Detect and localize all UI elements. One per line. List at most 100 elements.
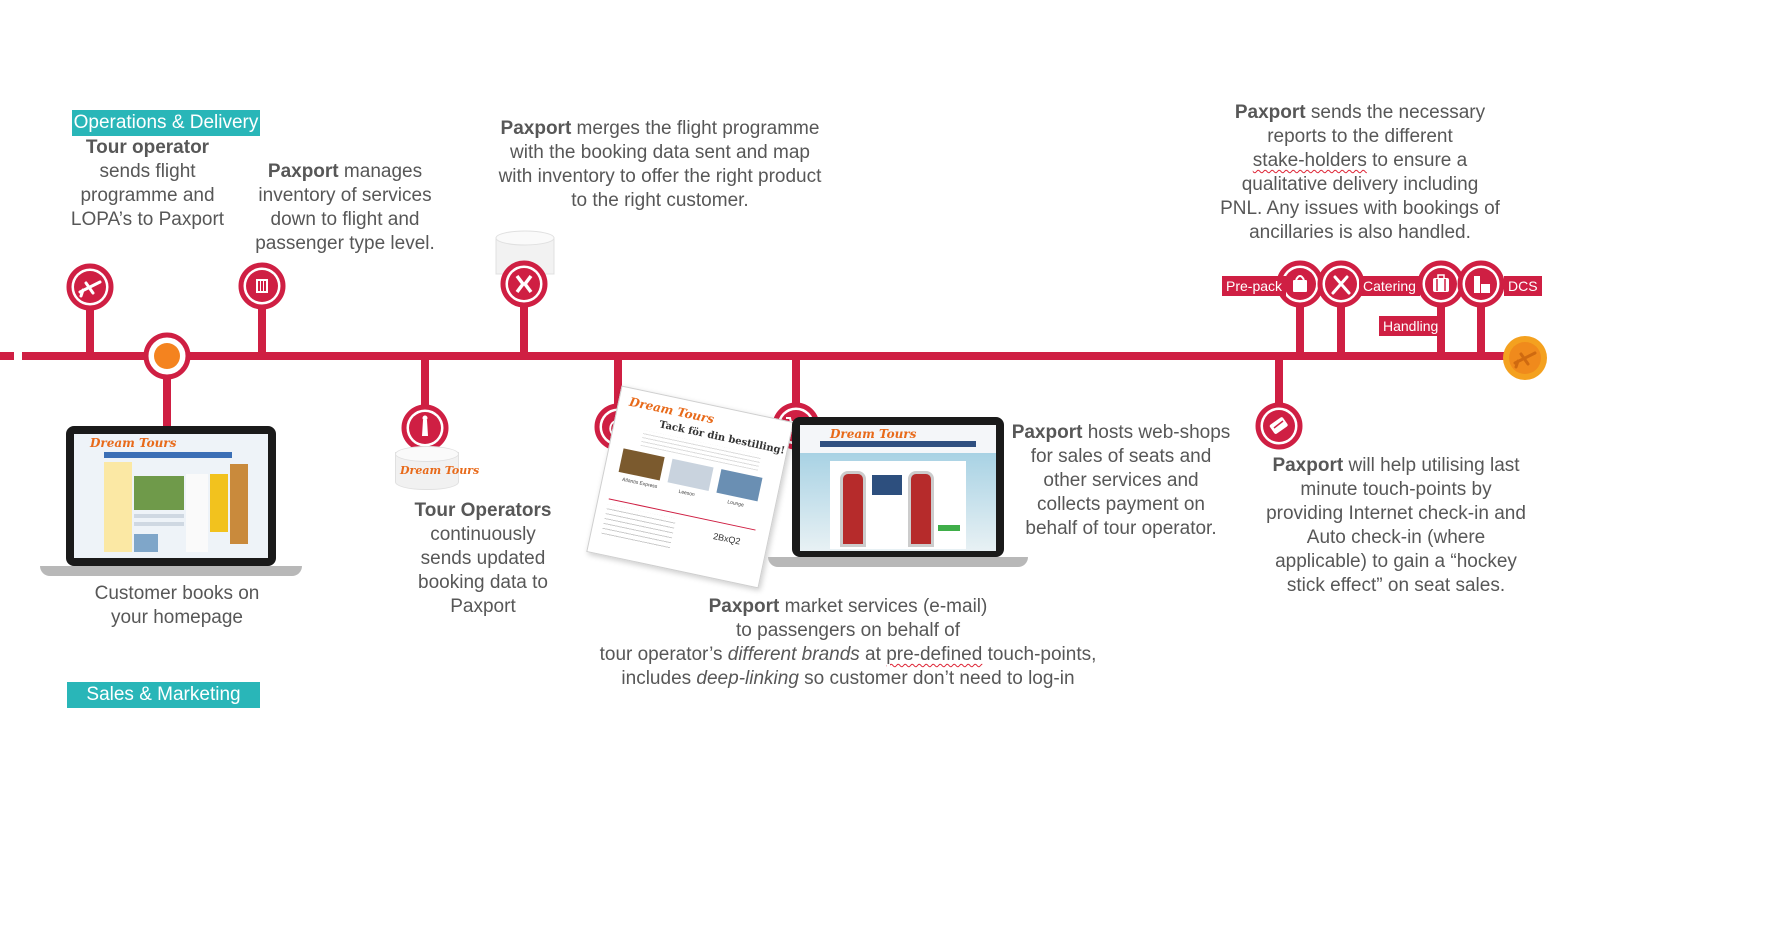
webshop-line: for sales of seats and (1030, 446, 1212, 467)
inventory-line: down to flight and (270, 209, 420, 230)
tour-operators-line: continuously (430, 524, 536, 545)
laptop-screen: Dream Tours (792, 417, 1004, 557)
webshop-line: behalf of tour operator. (1025, 518, 1217, 539)
paxport-label: Paxport (1011, 422, 1083, 443)
airplane-icon (78, 280, 102, 298)
cutlery-icon (1331, 275, 1351, 295)
marketing-fragment: deep-linking (696, 668, 799, 689)
tour-operator-node (401, 404, 449, 452)
laptop-base (40, 566, 302, 576)
paxport-label: Paxport (500, 118, 572, 139)
tour-operators-line: sends updated (420, 548, 546, 569)
dream-tours-logo: Dream Tours (90, 436, 177, 450)
stakeholders-word: stake-holders (1252, 150, 1367, 171)
marketing-fragment: touch-points, (982, 644, 1097, 665)
booking-code: 2BxQ2 (712, 531, 742, 547)
tour-operators-line: Paxport (450, 596, 516, 617)
last-minute-line: minute touch-points by (1300, 479, 1492, 500)
email-document-illustration: Dream Tours Tack för din bestilling! Atl… (586, 385, 794, 589)
operations-delivery-tag: Operations & Delivery (72, 110, 260, 136)
last-minute-line: Auto check-in (where (1306, 527, 1486, 548)
paxport-label: Paxport (708, 596, 780, 617)
person-icon (422, 420, 428, 436)
merge-line: to the right customer. (571, 190, 749, 211)
reports-text: Paxport sends the necessary reports to t… (1210, 101, 1510, 245)
reports-line: sends the necessary (1305, 102, 1486, 123)
destination-node (1503, 336, 1547, 380)
catering-tag: Catering (1359, 276, 1420, 296)
kiosk-icon (1474, 276, 1490, 293)
inventory-line: inventory of services (258, 185, 432, 206)
webshop-line: hosts web-shops (1082, 422, 1231, 443)
paxport-label: Paxport (267, 161, 339, 182)
tour-operator-line: sends flight (99, 161, 196, 182)
marketing-fragment: includes (621, 668, 697, 689)
timeline-line-start (0, 352, 14, 360)
flight-node (66, 263, 114, 311)
tour-operators-line: booking data to (418, 572, 548, 593)
homepage-screenshot: Dream Tours (74, 434, 268, 558)
merge-text: Paxport merges the flight programme with… (480, 117, 840, 213)
customer-line: your homepage (110, 607, 244, 628)
merge-line: with the booking data sent and map (510, 142, 810, 163)
marketing-fragment: tour operator’s (599, 644, 728, 665)
catering-node (1317, 260, 1365, 308)
tour-operator-line: programme and (80, 185, 215, 206)
dcs-tag: DCS (1504, 276, 1542, 296)
laptop-screen: Dream Tours (66, 426, 276, 566)
webshop-line: other services and (1043, 470, 1199, 491)
sales-marketing-tag: Sales & Marketing (67, 682, 260, 708)
merge-node (500, 260, 548, 308)
reports-line: ancillaries is also handled. (1249, 222, 1471, 243)
tour-operators-text: Tour Operators continuously sends update… (400, 499, 566, 619)
reports-line: reports to the different (1267, 126, 1453, 147)
last-minute-line: stick effect” on seat sales. (1286, 575, 1506, 596)
customer-line: Customer books on (94, 583, 260, 604)
merge-line: merges the flight programme (571, 118, 820, 139)
booking-node (143, 332, 191, 380)
dream-tours-logo: Dream Tours (830, 427, 917, 441)
tour-operator-line: LOPA’s to Paxport (70, 209, 225, 230)
marketing-fragment: so customer don’t need to log-in (798, 668, 1075, 689)
marketing-fragment: different brands (727, 644, 860, 665)
inventory-line: manages (338, 161, 423, 182)
checkin-node (1255, 402, 1303, 450)
bag-icon (1293, 275, 1307, 292)
luggage-icon (1433, 274, 1449, 292)
inventory-text: Paxport manages inventory of services do… (240, 160, 450, 256)
timeline-line (22, 352, 1526, 360)
inventory-node (238, 262, 286, 310)
dcs-node (1457, 260, 1505, 308)
merge-icon (515, 274, 533, 294)
reports-line: qualitative delivery including (1241, 174, 1479, 195)
tour-operator-title: Tour operator (85, 137, 210, 158)
webshop-screenshot: Dream Tours (800, 425, 996, 551)
marketing-line: market services (e-mail) (779, 596, 988, 617)
paxport-label: Paxport (1234, 102, 1306, 123)
last-minute-line: providing Internet check-in and (1266, 503, 1526, 524)
last-minute-line: applicable) to gain a “hockey (1275, 551, 1517, 572)
marketing-line: to passengers on behalf of (736, 620, 960, 641)
predefined-word: pre-defined (886, 644, 983, 665)
boarding-pass-icon (1269, 417, 1288, 434)
handling-node (1417, 260, 1465, 308)
last-minute-text: Paxport will help utilising last minute … (1250, 454, 1542, 598)
inventory-line: passenger type level. (255, 233, 435, 254)
plane-icon (1513, 351, 1537, 369)
dream-tours-logo: Dream Tours (400, 464, 480, 477)
prepack-tag: Pre-pack (1222, 276, 1287, 296)
customer-text: Customer books on your homepage (82, 582, 272, 630)
tour-operators-title: Tour Operators (414, 500, 552, 521)
tour-operator-text: Tour operator sends flight programme and… (60, 136, 235, 232)
merge-line: with inventory to offer the right produc… (498, 166, 822, 187)
last-minute-line: will help utilising last (1343, 455, 1520, 476)
marketing-text: Paxport market services (e-mail) to pass… (570, 595, 1126, 691)
marketing-fragment: at (859, 644, 887, 665)
paxport-label: Paxport (1272, 455, 1344, 476)
handling-tag: Handling (1379, 316, 1443, 336)
webshop-line: collects payment on (1037, 494, 1205, 515)
webshop-text: Paxport hosts web-shops for sales of sea… (1005, 421, 1237, 541)
reports-line: to ensure a (1366, 150, 1468, 171)
laptop-base (768, 557, 1028, 567)
